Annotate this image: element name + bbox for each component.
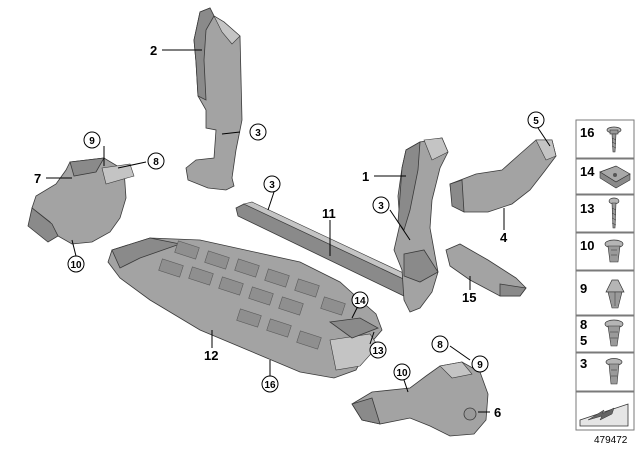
svg-text:14: 14 <box>354 296 366 307</box>
legend-label: 9 <box>580 281 587 296</box>
legend-label: 5 <box>580 333 587 348</box>
callout-label: 1 <box>362 169 369 184</box>
circled-callout: 8 <box>147 152 165 170</box>
part-15-air-guide <box>445 243 527 297</box>
svg-text:3: 3 <box>269 180 275 191</box>
callout-label: 15 <box>462 290 476 305</box>
rivet-icon <box>604 319 624 347</box>
svg-text:16: 16 <box>264 380 276 391</box>
callout-label: 12 <box>204 348 218 363</box>
pin-rivet-icon <box>605 358 623 385</box>
part-6-brake-duct <box>351 361 489 437</box>
screw-icon <box>606 126 622 153</box>
svg-text:9: 9 <box>477 360 483 371</box>
expanding-rivet-icon <box>605 279 625 309</box>
circled-callout: 9 <box>83 131 101 149</box>
circled-callout: 3 <box>372 196 390 214</box>
circled-callout: 10 <box>67 255 85 273</box>
circled-callout: 3 <box>249 123 267 141</box>
svg-text:13: 13 <box>372 346 384 357</box>
svg-text:3: 3 <box>378 201 384 212</box>
legend-label: 8 <box>580 317 587 332</box>
svg-text:8: 8 <box>437 340 443 351</box>
circled-callout: 8 <box>431 335 449 353</box>
circled-callout: 16 <box>261 375 279 393</box>
clip-nut-icon <box>599 165 631 189</box>
fastener-legend: 16 14 13 10 9 8 5 3 <box>575 119 635 431</box>
callout-label: 7 <box>34 171 41 186</box>
circled-callout: 10 <box>393 363 411 381</box>
svg-text:9: 9 <box>89 136 95 147</box>
circled-callout: 9 <box>471 355 489 373</box>
svg-text:3: 3 <box>255 128 261 139</box>
circled-callout: 14 <box>351 291 369 309</box>
arrow-symbol-icon <box>579 403 629 427</box>
leader-lines <box>46 49 551 413</box>
svg-text:10: 10 <box>70 260 82 271</box>
svg-text:5: 5 <box>533 116 539 127</box>
legend-label: 10 <box>580 238 594 253</box>
svg-text:8: 8 <box>153 157 159 168</box>
push-rivet-icon <box>604 239 624 263</box>
svg-text:10: 10 <box>396 368 408 379</box>
part-7-brake-duct <box>27 157 135 245</box>
part-12-underbody-shield <box>107 237 383 379</box>
circled-callout: 5 <box>527 111 545 129</box>
legend-label: 3 <box>580 356 587 371</box>
legend-label: 14 <box>580 164 595 179</box>
callout-label: 2 <box>150 43 157 58</box>
callout-label: 11 <box>322 206 336 221</box>
callout-label: 4 <box>500 230 508 245</box>
long-screw-icon <box>608 197 620 229</box>
circled-callout: 3 <box>263 175 281 193</box>
callout-label: 6 <box>494 405 501 420</box>
legend-label: 13 <box>580 201 594 216</box>
circled-callout: 13 <box>369 341 387 359</box>
part-4-curved-duct <box>449 139 557 213</box>
part-1-air-duct <box>393 137 449 313</box>
document-id: 479472 <box>594 435 628 446</box>
part-2-air-duct <box>185 7 243 191</box>
legend-label: 16 <box>580 125 594 140</box>
